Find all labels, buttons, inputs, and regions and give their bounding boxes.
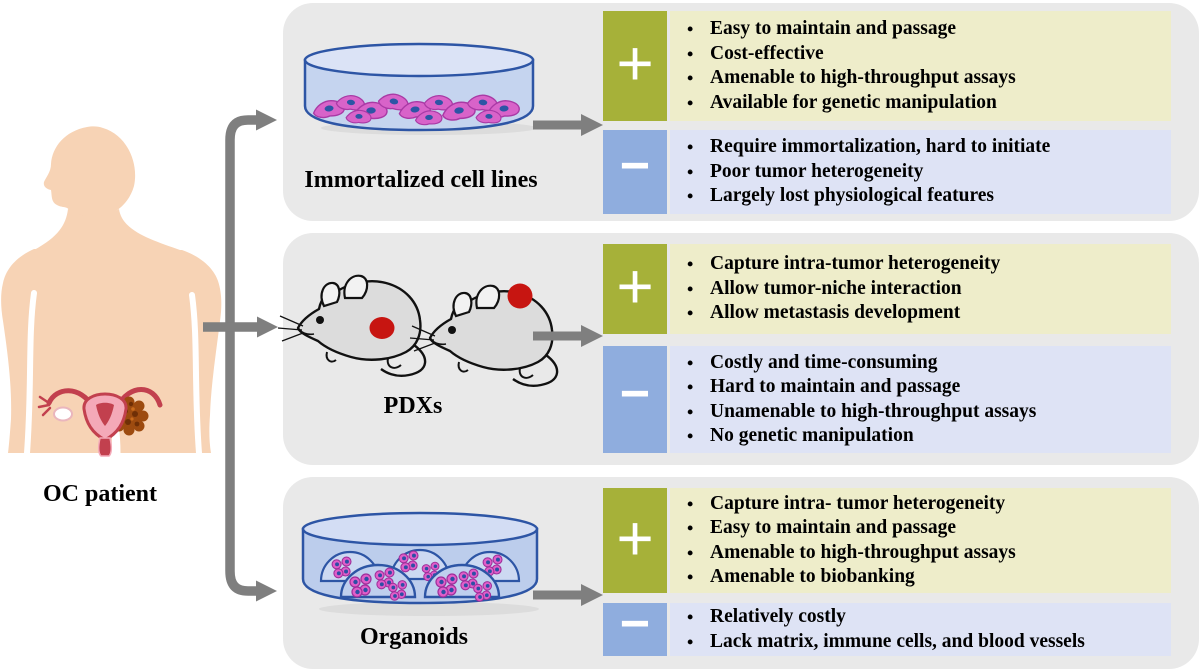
pros-row: + Easy to maintain and passageCost-effec… [603,11,1171,121]
panel-immortalized-cell-lines: Immortalized cell lines + Easy to mainta… [283,3,1199,221]
pro-item: Available for genetic manipulation [680,91,1167,116]
minus-sign-label: − [619,594,651,653]
cervix [97,437,113,457]
con-item: No genetic manipulation [680,424,1167,449]
patient-neck [34,209,180,250]
organoid-dish-icon [301,511,539,616]
cons-list: Costly and time-consumingHard to maintai… [670,346,1171,453]
con-item: Poor tumor heterogeneity [680,160,1167,185]
plus-sign-label: + [616,27,654,99]
cons-row: − Costly and time-consumingHard to maint… [603,346,1171,453]
tumor-graft-icon [369,317,395,339]
organoid-domes-icon [319,548,521,601]
tumor-graft-icon [507,283,533,309]
minus-sign-label: − [619,137,651,195]
panel-title-cell-lines: Immortalized cell lines [304,167,538,193]
plus-icon: + [603,488,667,593]
plus-sign-label: + [616,501,654,574]
pro-item: Easy to maintain and passage [680,17,1167,42]
cons-list: Relatively costlyLack matrix, immune cel… [670,603,1171,656]
con-item: Costly and time-consuming [680,351,1167,376]
pros-row: + Capture intra-tumor heterogeneityAllow… [603,244,1171,334]
panel-pdxs: PDXs + Capture intra-tumor heterogeneity… [276,233,1199,465]
plus-icon: + [603,11,667,121]
patient-head [43,126,136,220]
pro-item: Capture intra-tumor heterogeneity [680,252,1167,277]
pro-item: Allow metastasis development [680,301,1167,326]
mice-icon [276,274,559,388]
pros-list: Easy to maintain and passageCost-effecti… [670,11,1171,121]
petri-dish-icon [303,42,537,135]
arrow-icon [533,584,603,606]
ovary-icon [53,406,73,422]
con-item: Require immortalization, hard to initiat… [680,135,1167,160]
uterus-icon [37,387,163,457]
pro-item: Amenable to high-throughput assays [680,66,1167,91]
panel-organoids: Organoids + Capture intra- tumor heterog… [283,477,1199,669]
con-item: Hard to maintain and passage [680,375,1167,400]
panel-title-organoids: Organoids [359,624,469,650]
cons-row: − Relatively costlyLack matrix, immune c… [603,598,1171,656]
arrow-icon [533,114,603,136]
patient-torso [1,249,222,453]
mouse-icon [276,274,427,378]
plus-icon: + [603,244,667,334]
minus-icon: − [603,346,667,453]
pro-item: Amenable to high-throughput assays [680,541,1167,566]
cons-list: Require immortalization, hard to initiat… [670,130,1171,214]
plus-sign-label: + [616,250,654,322]
con-item: Relatively costly [680,605,1167,630]
pros-list: Capture intra- tumor heterogeneityEasy t… [670,488,1171,593]
panel-title-pdxs: PDXs [383,393,443,419]
minus-sign-label: − [619,364,651,423]
pro-item: Amenable to biobanking [680,565,1167,590]
con-item: Largely lost physiological features [680,184,1167,209]
con-item: Unamenable to high-throughput assays [680,400,1167,425]
minus-icon: − [603,598,667,656]
pro-item: Capture intra- tumor heterogeneity [680,492,1167,517]
pros-row: + Capture intra- tumor heterogeneityEasy… [603,488,1171,593]
arrow-icon [533,325,603,347]
pros-list: Capture intra-tumor heterogeneityAllow t… [670,244,1171,334]
oc-patient-label: OC patient [43,481,157,507]
cons-row: − Require immortalization, hard to initi… [603,130,1171,214]
pro-item: Easy to maintain and passage [680,516,1167,541]
patient-silhouette [1,126,222,457]
minus-icon: − [603,130,667,214]
pro-item: Cost-effective [680,42,1167,67]
pro-item: Allow tumor-niche interaction [680,277,1167,302]
con-item: Lack matrix, immune cells, and blood ves… [680,630,1167,655]
